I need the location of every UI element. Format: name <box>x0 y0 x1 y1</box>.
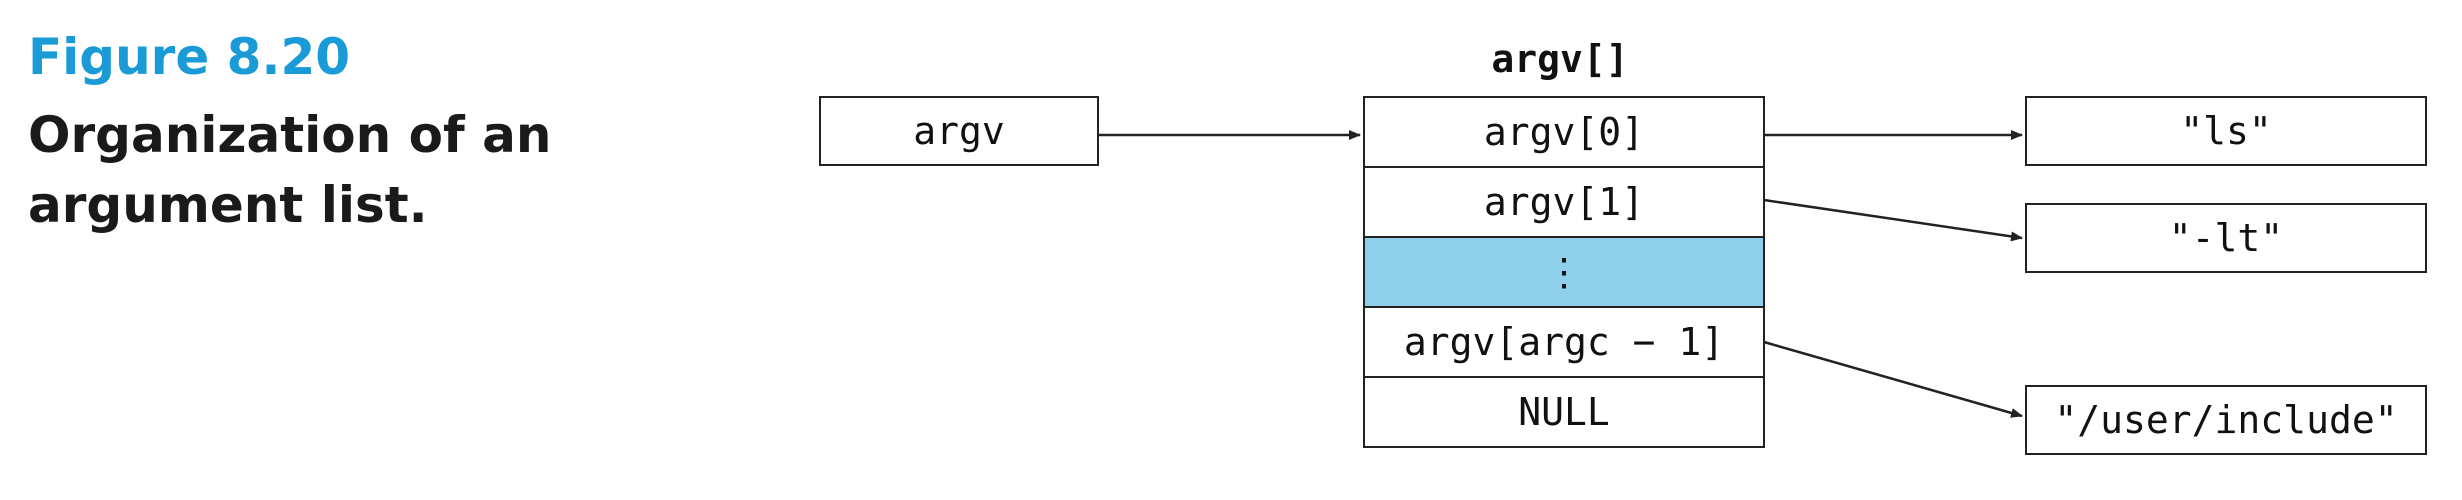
string-ls-label: "ls" <box>2180 109 2272 153</box>
arrow-argv1-to-lt <box>1763 198 2023 242</box>
string-lt-label: "-lt" <box>2169 216 2283 260</box>
array-cell-null <box>1363 376 1765 448</box>
array-cell-null-label: NULL <box>1518 390 1610 434</box>
figure-caption: Organization of an argument list. <box>28 100 552 240</box>
string-include-label: "/user/include" <box>2054 398 2397 442</box>
figure-number: Figure 8.20 <box>28 28 351 86</box>
string-box-ls <box>2025 96 2427 166</box>
array-cell-last-label: argv[argc − 1] <box>1404 320 1724 364</box>
array-title: argv[] <box>1491 37 1628 81</box>
array-cell-ellipsis-label: ⋮ <box>1545 250 1583 294</box>
array-cell-1-label: argv[1] <box>1484 180 1644 224</box>
argv-pointer-box <box>819 96 1099 166</box>
arrow-argvlast-to-include <box>1763 340 2023 418</box>
string-box-lt <box>2025 203 2427 273</box>
caption-line-2: argument list. <box>28 176 428 234</box>
argv-pointer-label: argv <box>913 109 1005 153</box>
array-cell-0-label: argv[0] <box>1484 110 1644 154</box>
string-box-include <box>2025 385 2427 455</box>
caption-line-1: Organization of an <box>28 106 552 164</box>
